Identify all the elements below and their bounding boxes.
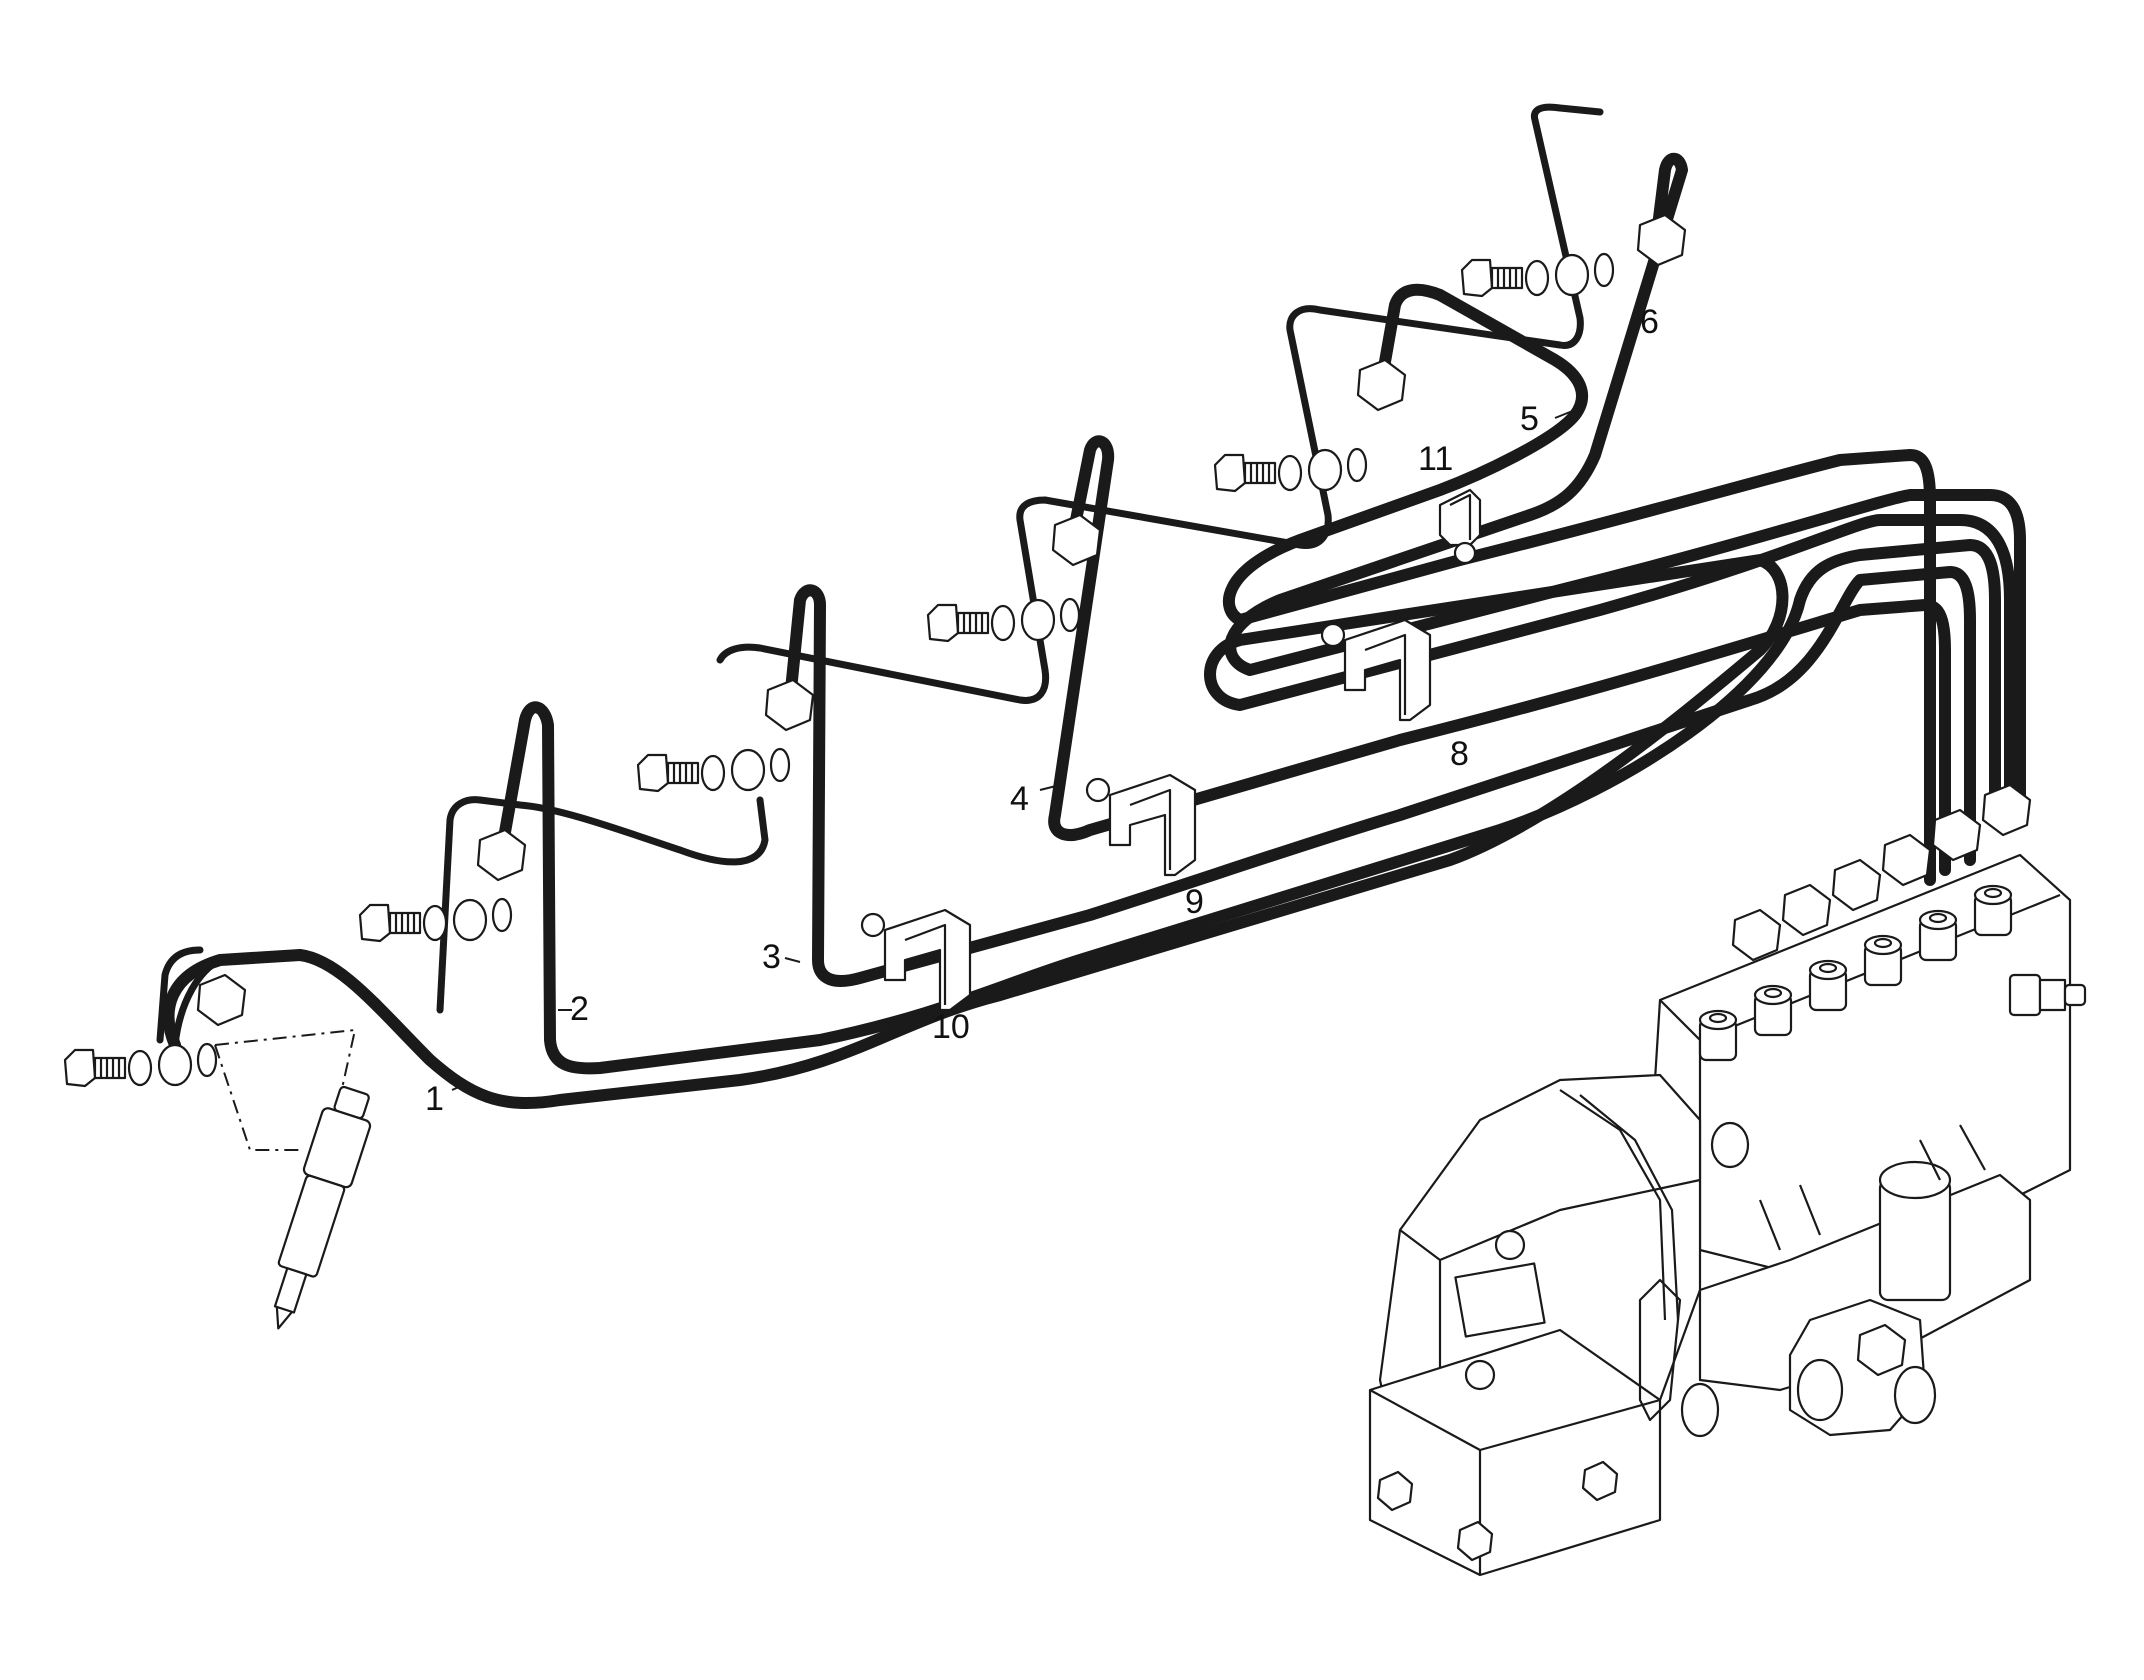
banjo-fitting <box>1020 598 1056 642</box>
feed-pump <box>1788 1160 1952 1437</box>
assembly-dash-line <box>214 1028 357 1151</box>
sealing-washer <box>196 1042 218 1078</box>
union-nuts <box>196 213 2032 1027</box>
callout-6: 6 <box>1640 303 1659 341</box>
callout-11: 11 <box>1418 440 1453 478</box>
banjo-fitting <box>1307 448 1343 492</box>
union-nut-pump-6 <box>1981 783 2032 837</box>
base-bolt-3 <box>1581 1460 1619 1502</box>
callout-10: 10 <box>932 1008 970 1046</box>
pipe-5 <box>1222 283 1936 886</box>
banjo-assembly-1 <box>63 1042 218 1088</box>
clamp-11 <box>1438 488 1482 565</box>
union-nut-2 <box>476 828 527 882</box>
sealing-washer <box>1059 597 1081 633</box>
clamp-9 <box>1085 773 1197 877</box>
banjo-fitting <box>730 748 766 792</box>
callout-1: 1 <box>425 1080 444 1118</box>
sealing-washer <box>422 904 448 942</box>
sealing-washer <box>1346 447 1368 483</box>
pipe-clamps <box>860 488 1482 1012</box>
sealing-washer <box>990 604 1016 642</box>
callout-9: 9 <box>1185 883 1204 921</box>
pipe-6 <box>1224 152 2026 826</box>
callout-3: 3 <box>762 938 781 976</box>
injector-nozzle-tip <box>273 1267 308 1314</box>
pump-inspection-plug <box>1710 1121 1750 1169</box>
sealing-washer <box>127 1049 153 1087</box>
delivery-valves <box>1698 884 2013 1062</box>
callout-8: 8 <box>1450 735 1469 773</box>
pipe-2 <box>494 539 2001 1075</box>
union-nut-3 <box>764 678 815 732</box>
union-nut-6 <box>1636 213 1687 267</box>
clamp-10 <box>860 908 972 1012</box>
union-nut-5 <box>1356 358 1407 412</box>
pipe-3 <box>784 566 1976 987</box>
callouts: 1 2 3 4 5 6 8 9 10 11 <box>425 303 1659 1118</box>
union-nut-pump-2 <box>1781 883 1832 937</box>
base-bolt-2 <box>1456 1520 1494 1562</box>
callout-2: 2 <box>570 990 589 1028</box>
injector-nozzle <box>214 1028 372 1330</box>
banjo-bolt-head <box>63 1048 97 1088</box>
banjo-bolt-shank <box>93 1056 127 1080</box>
banjo-assembly-4 <box>926 597 1081 643</box>
sealing-washer <box>1524 259 1550 297</box>
injection-pipe-group <box>156 103 2026 1109</box>
clamp-8 <box>1320 618 1432 722</box>
pump-side-fitting <box>2008 973 2087 1017</box>
callout-4: 4 <box>1010 780 1029 818</box>
injection-pump <box>1368 853 2087 1577</box>
base-bolt-1 <box>1376 1470 1414 1512</box>
union-nut-4 <box>1051 513 1102 567</box>
banjo-assembly-5 <box>1213 447 1368 493</box>
pump-outlet-port <box>1680 1382 1720 1438</box>
sealing-washer <box>700 754 726 792</box>
union-nut-pump-1 <box>1731 908 1782 962</box>
leak-off-line <box>156 103 1604 1049</box>
sealing-washer <box>491 897 513 933</box>
banjo-fitting <box>1554 253 1590 297</box>
callout-leaders <box>451 319 1641 1091</box>
banjo-assembly-2 <box>358 897 513 943</box>
banjo-assembly-6 <box>1460 252 1615 298</box>
sealing-washer <box>769 747 791 783</box>
injector-lower-body <box>277 1174 346 1278</box>
union-nut-pump-5 <box>1931 808 1982 862</box>
banjo-assembly-3 <box>636 747 791 793</box>
adjust-screw <box>1494 1229 1526 1261</box>
callout-5: 5 <box>1520 400 1539 438</box>
pipe-1 <box>162 514 2016 1109</box>
adjust-screw-2 <box>1464 1359 1496 1391</box>
governor-lever <box>1638 1278 1682 1422</box>
sealing-washer <box>1277 454 1303 492</box>
union-nut-1 <box>196 973 247 1027</box>
governor-nameplate <box>1454 1262 1546 1338</box>
governor-base <box>1368 1328 1662 1577</box>
banjo-fitting <box>157 1043 193 1087</box>
sealing-washer <box>1593 252 1615 288</box>
banjo-fitting <box>452 898 488 942</box>
banjo-assemblies <box>63 252 1615 1088</box>
union-nut-pump-4 <box>1881 833 1932 887</box>
union-nut-pump-3 <box>1831 858 1882 912</box>
